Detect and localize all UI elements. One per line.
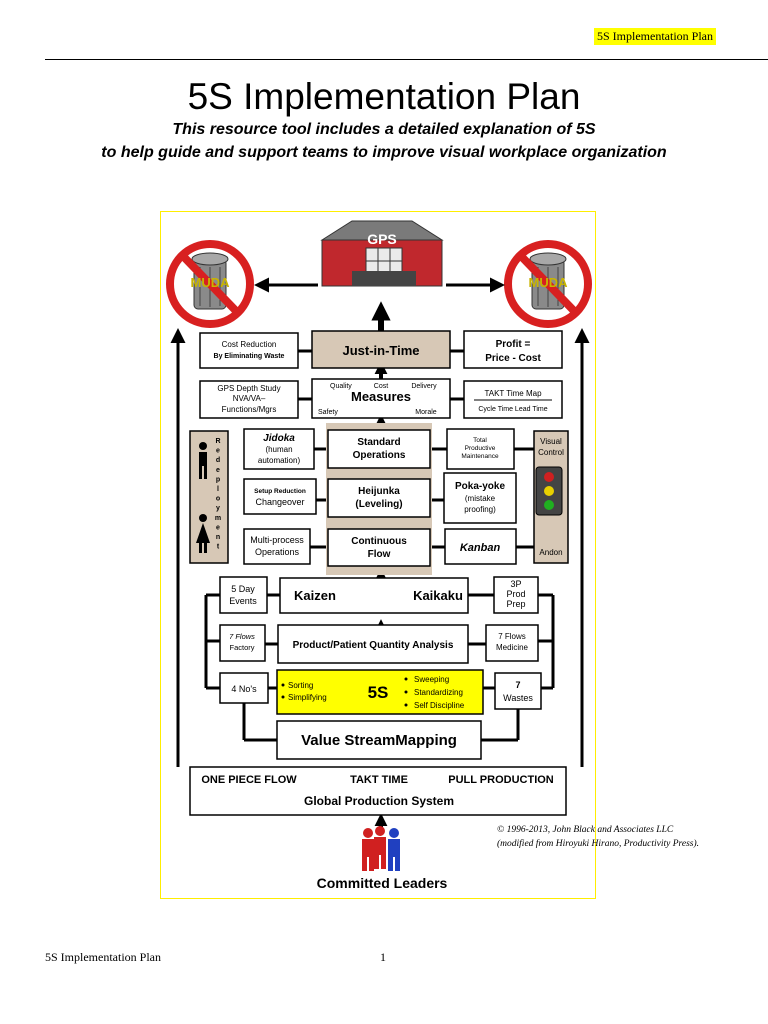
andon-label: Andon bbox=[539, 548, 562, 557]
leaders-icon bbox=[362, 826, 400, 871]
measure-quality: Quality bbox=[330, 383, 352, 390]
footer-title: 5S Implementation Plan bbox=[45, 950, 161, 964]
tpm-label-3: Maintenance bbox=[461, 453, 499, 460]
gps-label: GPS bbox=[367, 231, 397, 247]
sorting-label: Sorting bbox=[288, 681, 313, 690]
pqa-label: Product/Patient Quantity Analysis bbox=[293, 640, 454, 651]
kaizen-label: Kaizen bbox=[294, 588, 336, 603]
jidoka-sub: (human bbox=[265, 445, 292, 454]
3p-sub2: Prep bbox=[506, 599, 525, 609]
muda-right-icon: MUDA bbox=[504, 240, 592, 328]
subtitle-line-2: to help guide and support teams to impro… bbox=[101, 144, 667, 161]
subtitle-line-1: This resource tool includes a detailed e… bbox=[172, 121, 596, 138]
header-rule bbox=[45, 59, 768, 60]
poka-yoke-label: Poka-yoke bbox=[455, 481, 505, 492]
continuous-flow-sub: Flow bbox=[368, 549, 391, 560]
visual-control-sub: Control bbox=[538, 448, 564, 457]
five-s-label: 5S bbox=[368, 683, 389, 702]
standard-ops-sub: Operations bbox=[353, 450, 406, 461]
copyright-line-1: © 1996-2013, John Black and Associates L… bbox=[497, 825, 674, 835]
poka-yoke-sub2: proofing) bbox=[464, 505, 496, 514]
measure-morale: Morale bbox=[415, 409, 437, 416]
measure-delivery: Delivery bbox=[411, 383, 437, 390]
3p-sub: Prod bbox=[506, 589, 525, 599]
kaikaku-label: Kaikaku bbox=[413, 588, 463, 603]
seven-wastes-label: 7 bbox=[515, 680, 520, 690]
profit-formula: Price - Cost bbox=[485, 353, 541, 364]
diagram-frame bbox=[160, 211, 596, 899]
heijunka-sub: (Leveling) bbox=[355, 499, 402, 510]
standardizing-label: Standardizing bbox=[414, 688, 463, 697]
flows-factory-sub: Factory bbox=[229, 643, 254, 652]
changeover-label: Changeover bbox=[255, 497, 304, 507]
measure-cost: Cost bbox=[374, 383, 388, 390]
poka-yoke-sub: (mistake bbox=[465, 494, 496, 503]
diagram-boxes bbox=[189, 330, 569, 816]
muda-right-label: MUDA bbox=[529, 275, 569, 290]
flows-medicine-sub: Medicine bbox=[496, 643, 529, 652]
takt-map-label: TAKT Time Map bbox=[484, 389, 542, 398]
multi-process-sub: Operations bbox=[255, 547, 300, 557]
header-tag: 5S Implementation Plan bbox=[594, 28, 716, 45]
sweeping-label: Sweeping bbox=[414, 675, 449, 684]
heijunka-label: Heijunka bbox=[358, 486, 400, 497]
kanban-label: Kanban bbox=[460, 542, 501, 554]
measures-label: Measures bbox=[351, 389, 411, 404]
traffic-light-icon bbox=[535, 466, 563, 516]
pull-production-label: PULL PRODUCTION bbox=[448, 774, 554, 786]
multi-process-label: Multi-process bbox=[250, 535, 304, 545]
jidoka-sub2: automation) bbox=[258, 456, 301, 465]
simplifying-label: Simplifying bbox=[288, 693, 327, 702]
page-number: 1 bbox=[380, 950, 386, 964]
cost-reduction-sub: By Eliminating Waste bbox=[214, 353, 285, 360]
self-discipline-label: Self Discipline bbox=[414, 701, 465, 710]
jidoka-label: Jidoka bbox=[263, 433, 295, 444]
muda-left-label: MUDA bbox=[191, 275, 231, 290]
setup-reduction-label: Setup Reduction bbox=[254, 488, 306, 495]
measure-safety: Safety bbox=[318, 409, 338, 416]
seven-wastes-sub: Wastes bbox=[503, 693, 533, 703]
takt-time-label: TAKT TIME bbox=[350, 774, 408, 786]
woman-icon bbox=[196, 514, 210, 553]
3p-label: 3P bbox=[510, 579, 521, 589]
muda-left-icon: MUDA bbox=[166, 240, 254, 328]
five-day-sub: Events bbox=[229, 596, 257, 606]
committed-leaders-label: Committed Leaders bbox=[317, 875, 448, 891]
one-piece-flow-label: ONE PIECE FLOW bbox=[201, 774, 297, 786]
copyright-line-2: (modified from Hiroyuki Hirano, Producti… bbox=[497, 839, 700, 849]
cost-reduction-label: Cost Reduction bbox=[222, 340, 277, 349]
gps-depth-sub2: Functions/Mgrs bbox=[222, 405, 277, 414]
vsm-label: Value StreamMapping bbox=[301, 732, 457, 749]
four-nos-label: 4 No's bbox=[231, 684, 257, 694]
jit-label: Just-in-Time bbox=[342, 343, 419, 358]
standard-ops-label: Standard bbox=[357, 437, 400, 448]
global-production-label: Global Production System bbox=[304, 794, 454, 808]
document-title: 5S Implementation Plan bbox=[187, 76, 581, 117]
gps-depth-label: GPS Depth Study bbox=[217, 384, 280, 393]
gps-depth-sub: NVA/VA– bbox=[233, 394, 266, 403]
person-icon bbox=[199, 442, 207, 479]
visual-control-label: Visual bbox=[540, 437, 562, 446]
flows-medicine-label: 7 Flows bbox=[498, 632, 526, 641]
five-day-label: 5 Day bbox=[231, 584, 255, 594]
cycle-time-label: Cycle Time Lead Time bbox=[478, 406, 547, 413]
gps-building-icon: GPS bbox=[320, 220, 444, 287]
profit-label: Profit = bbox=[496, 339, 531, 350]
gps-diagram: GPS MUDA MUDA bbox=[166, 220, 592, 891]
continuous-flow-label: Continuous bbox=[351, 536, 407, 547]
tpm-label-1: Total bbox=[473, 437, 487, 444]
flows-factory-label: 7 Flows bbox=[229, 632, 255, 641]
tpm-label-2: Productive bbox=[465, 445, 496, 452]
